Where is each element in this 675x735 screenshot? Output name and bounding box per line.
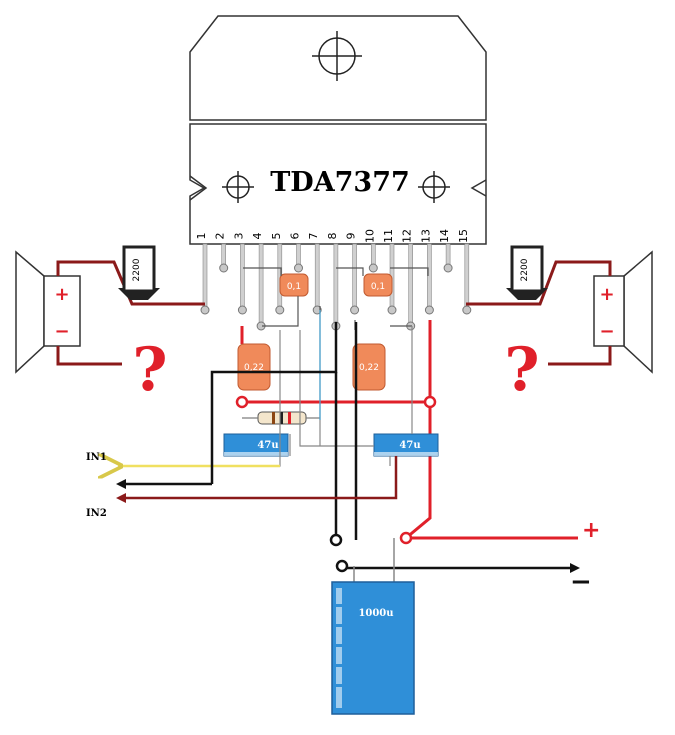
cap-elec-left: 47u [223,433,289,457]
cap-elec-right: 47u [373,433,439,457]
pin-solder-pad [312,305,322,315]
in2-wire [122,456,398,500]
cap-main: 1000u [331,538,415,715]
cap-mid-left-label: 0,22 [244,363,264,373]
speaker-left-question-mark: ? [132,335,167,405]
pin-label: 14 [438,229,451,243]
in2-arrow-icon [116,493,126,503]
resistor-right-label: 2200 [520,258,530,281]
pin-solder-pad [368,263,378,273]
pin-lead [258,243,264,327]
pin-solder-pad [443,263,453,273]
pin-solder-pad [237,305,247,315]
crosshair-left-icon [222,171,254,203]
pin-label: 2 [214,233,227,240]
cap-elec-left-label: 47u [257,440,278,451]
cap-elec-right-label: 47u [399,440,420,451]
pin-solder-pad [462,305,472,315]
pin-label: 3 [232,233,245,240]
speaker-right-plus: + [599,284,614,305]
black-arrow-icon [116,479,126,489]
pin-lead [202,243,208,311]
resistor-right: 2200 [506,245,548,300]
pin-label: 5 [270,233,283,240]
pin-label: 12 [401,229,414,243]
cap-small-right-label: 0,1 [371,282,385,292]
pin-label: 11 [382,229,395,243]
pin-label: 7 [307,233,320,240]
speaker-right-minus: − [599,321,614,342]
pin-label: 6 [289,233,302,240]
pin-lead [314,243,320,311]
chip-heatsink-tab [189,15,487,121]
supply-minus: − [570,567,592,597]
pin-label: 9 [345,233,358,240]
ground-junctions [329,533,349,573]
resistor-small [242,411,320,425]
speaker-right-question-mark: ? [504,335,539,405]
cap-mid-right: 0,22 [352,343,386,391]
cap-mid-right-label: 0,22 [359,363,379,373]
in2-label: IN2 [86,508,107,519]
speaker-right-wires [466,260,612,366]
speaker-left: + − [15,250,81,374]
cap-mid-left: 0,22 [237,330,271,391]
pin-lead [427,243,432,311]
cap-main-label: 1000u [358,608,393,619]
pin-solder-pad [424,305,434,315]
pin-leads [200,243,472,331]
resistor-left: 2200 [118,245,160,300]
pin-lead [408,243,414,327]
speaker-left-wires [56,260,205,366]
pin-solder-pad [387,305,397,315]
resistor-left-label: 2200 [132,258,142,281]
pin-lead [464,243,470,311]
cap-small-left-label: 0,1 [287,282,301,292]
pin-lead [333,243,339,327]
cap-small-left: 0,1 [279,273,309,297]
in1-label: IN1 [86,452,107,463]
speaker-right: + − [593,250,653,374]
pin-solder-pad [275,305,285,315]
pin-solder-pad [219,263,229,273]
chip-name: TDA7377 [270,167,410,198]
pin-solder-pad [200,305,210,315]
speaker-left-plus: + [54,284,69,305]
pin-label: 13 [419,229,432,243]
speaker-left-minus: − [54,321,69,342]
black-wires [122,322,570,570]
pin-label: 15 [457,229,470,243]
pin-lead [240,243,245,311]
cap-small-right: 0,1 [363,273,393,297]
pin-label: 1 [195,233,208,240]
chip-body: TDA7377 [189,123,487,245]
pin-label: 10 [363,229,376,243]
red-junctions [235,395,437,545]
pin-solder-pad [294,263,303,273]
supply-minus-arrow-icon [570,563,580,573]
supply-plus: + [582,518,600,543]
pin-label: 8 [326,233,339,240]
pin-lead [352,243,357,311]
pin-label: 4 [251,233,264,240]
crosshair-right-icon [418,171,450,203]
pin-solder-pad [350,305,360,315]
